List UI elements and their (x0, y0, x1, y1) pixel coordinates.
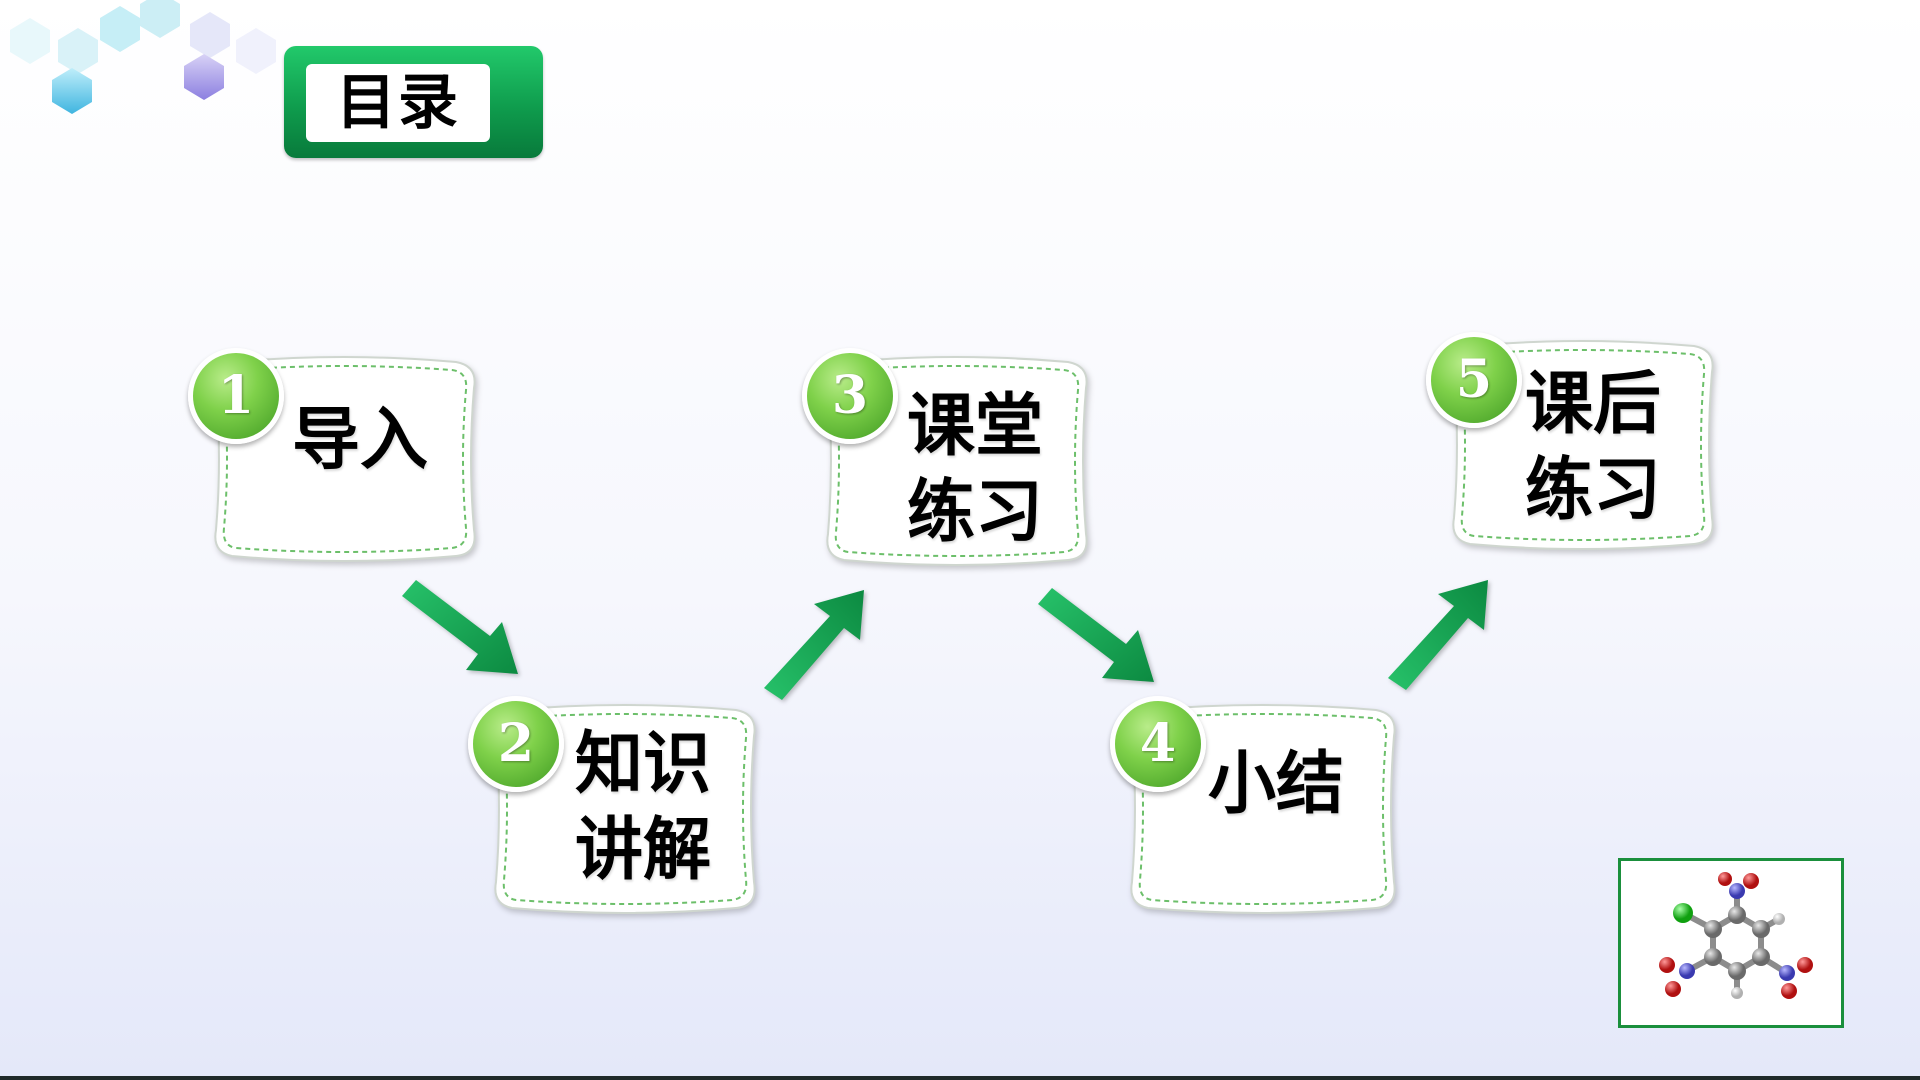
hexagon-cluster-icon (10, 0, 276, 114)
molecule-icon (1659, 872, 1813, 999)
step-5-label-line1: 课后 (1524, 365, 1661, 444)
step-2-label-line1: 知识 (574, 725, 711, 804)
molecule-image (1618, 858, 1844, 1028)
title-plate: 目录 (306, 64, 490, 142)
step-4-number: 4 (1139, 713, 1177, 774)
title-badge: 目录 (284, 46, 543, 158)
step-card-2[interactable]: 知识 讲解 (490, 704, 758, 914)
step-5-number: 5 (1455, 349, 1493, 410)
page-title: 目录 (336, 68, 460, 138)
bottom-border (0, 1076, 1920, 1080)
step-2-number-badge: 2 (468, 696, 564, 792)
arrow-up-right-icon (764, 590, 864, 700)
step-1-number-badge: 1 (188, 348, 284, 444)
step-2-number: 2 (497, 713, 535, 774)
step-1-label-line1: 导入 (291, 401, 428, 480)
step-3-label-line2: 练习 (906, 473, 1043, 552)
step-3-number: 3 (831, 365, 869, 426)
step-2-label-line2: 讲解 (574, 811, 711, 890)
step-4-label-line1: 小结 (1207, 745, 1344, 824)
arrow-down-right-icon (1038, 588, 1154, 682)
step-1-number: 1 (217, 365, 255, 426)
step-5-label-line2: 练习 (1524, 451, 1661, 530)
arrow-down-right-icon (402, 580, 518, 674)
step-4-number-badge: 4 (1110, 696, 1206, 792)
arrow-up-right-icon (1388, 580, 1488, 690)
step-3-label-line1: 课堂 (906, 387, 1043, 466)
step-3-number-badge: 3 (802, 348, 898, 444)
step-5-number-badge: 5 (1426, 332, 1522, 428)
